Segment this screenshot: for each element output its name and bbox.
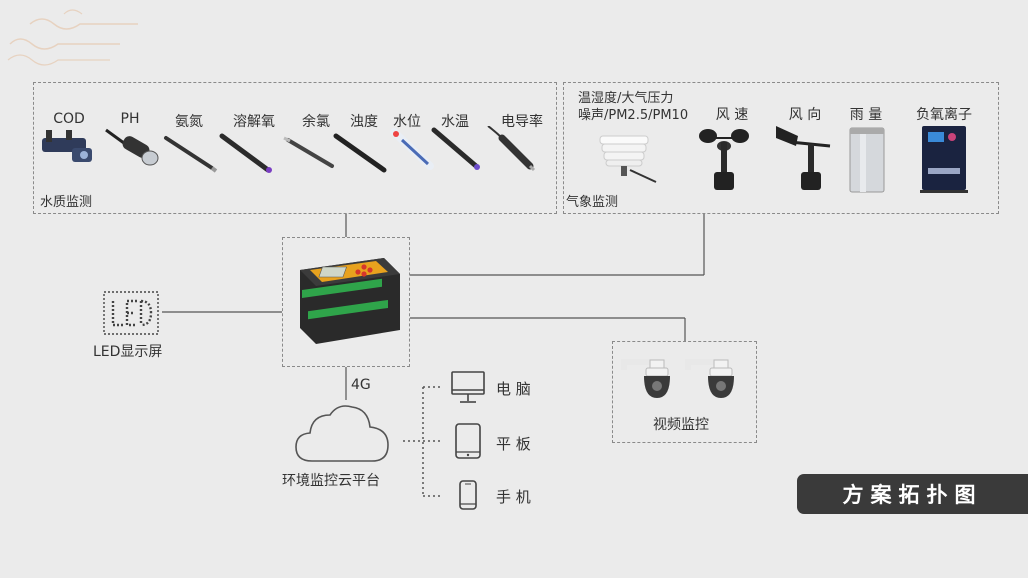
water-quality-group [33, 82, 557, 214]
cod-sensor-icon [42, 130, 92, 162]
conductivity-sensor-icon [487, 126, 536, 172]
sensor-label-wind-direction: 风 向 [788, 107, 822, 123]
sensor-label-residual-chlorine: 余氯 [302, 114, 330, 130]
tablet-icon [455, 423, 481, 459]
decorative-wave-icon [7, 9, 138, 66]
turbidity-sensor-icon [333, 133, 387, 173]
video-surveillance-label: 视频监控 [653, 417, 709, 433]
sensor-label-wind-speed: 风 速 [715, 107, 749, 123]
computer-icon [451, 371, 485, 403]
video-surveillance-box [612, 341, 757, 443]
cloud-platform-label: 环境监控云平台 [282, 473, 380, 489]
louver-shelter-icon [599, 135, 657, 183]
dissolved-oxygen-sensor-icon [219, 133, 272, 173]
network-label: 4G [351, 377, 371, 393]
sensor-label-dissolved-oxygen: 溶解氧 [233, 114, 275, 130]
device-label-phone: 手 机 [496, 488, 531, 506]
sensor-label-water-temperature: 水温 [441, 114, 469, 130]
sensor-label-water-level: 水位 [393, 114, 421, 130]
sensor-label-cod: COD [53, 111, 85, 127]
sensor-label-conductivity: 电导率 [501, 114, 543, 130]
shelter-label-line2: 噪声/PM2.5/PM10 [578, 108, 689, 123]
shelter-label-line1: 温湿度/大气压力 [578, 91, 674, 106]
water-temperature-sensor-icon [431, 127, 480, 170]
sensor-label-ph: PH [120, 111, 140, 127]
weather-title: 气象监测 [566, 195, 619, 210]
water-quality-title: 水质监测 [40, 195, 93, 210]
cloud-icon [295, 405, 389, 462]
water-sensor-images [42, 126, 536, 173]
scheme-topology-badge: 方案拓扑图 [797, 474, 1028, 514]
ammonia-sensor-icon [164, 136, 218, 173]
wind-vane-icon [776, 126, 831, 190]
sensor-label-rain-gauge: 雨 量 [849, 107, 883, 123]
ph-sensor-icon [105, 128, 159, 166]
water-level-sensor-icon [390, 128, 434, 170]
negative-oxygen-ion-icon [920, 126, 968, 193]
ptz-camera-images [621, 359, 734, 398]
rain-gauge-icon [849, 127, 885, 193]
residual-chlorine-sensor-icon [283, 136, 334, 168]
weather-sensor-images [599, 126, 968, 193]
device-label-computer: 电 脑 [496, 380, 531, 398]
data-logger-icon [300, 258, 400, 344]
controller-box [282, 237, 410, 367]
device-label-tablet: 平 板 [496, 435, 531, 453]
weather-group [563, 82, 999, 214]
ptz-camera-icon [621, 359, 670, 398]
led-display-icon [103, 291, 159, 335]
anemometer-icon [699, 129, 749, 190]
sensor-label-turbidity: 浊度 [350, 114, 378, 130]
sensor-label-negative-oxygen-ion: 负氧离子 [916, 107, 972, 123]
led-display-label: LED显示屏 [93, 344, 163, 360]
ptz-camera-icon [685, 359, 734, 398]
sensor-label-ammonia: 氨氮 [175, 114, 203, 130]
phone-icon [459, 480, 477, 510]
